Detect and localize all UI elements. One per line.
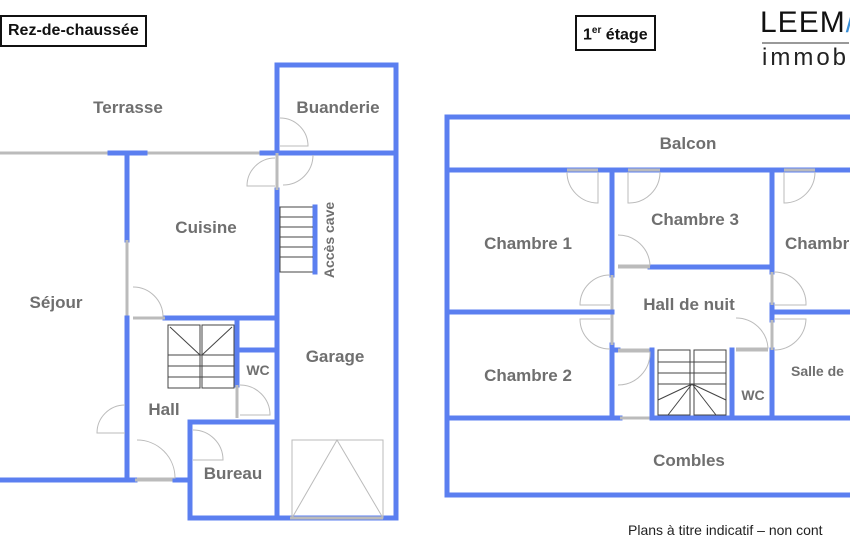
logo-subtitle: immob: [762, 42, 850, 71]
ground-floor-plan: [0, 62, 399, 521]
room-bureau: Bureau: [204, 464, 263, 483]
title-num: 1: [583, 26, 592, 44]
room-sejour: Séjour: [30, 293, 83, 312]
room-combles: Combles: [653, 451, 725, 470]
ground-floor-title: Rez-de-chaussée: [0, 15, 147, 47]
logo-text: LEEM: [760, 6, 846, 39]
room-cuisine: Cuisine: [175, 218, 236, 237]
first-floor-title: 1er étage: [575, 15, 656, 52]
room-acces-cave: Accès cave: [321, 202, 337, 279]
room-wc: WC: [246, 362, 269, 378]
disclaimer-note: Plans à titre indicatif – non cont: [628, 522, 823, 538]
room-chambre-1: Chambre 1: [484, 234, 572, 253]
room-hall-de-nuit: Hall de nuit: [643, 295, 735, 314]
room-chambre-2: Chambre 2: [484, 366, 572, 385]
logo: LEEM/: [760, 6, 850, 40]
room-hall: Hall: [148, 400, 179, 419]
logo-accent: /: [846, 6, 850, 39]
room-wc-upstairs: WC: [741, 387, 764, 403]
room-chambre-3: Chambre 3: [651, 210, 739, 229]
room-terrasse: Terrasse: [93, 98, 163, 117]
room-balcon: Balcon: [660, 134, 717, 153]
room-chambre-4: Chambre: [785, 234, 850, 253]
room-buanderie: Buanderie: [296, 98, 379, 117]
title-rest: étage: [601, 26, 648, 44]
first-floor-plan: [444, 114, 850, 498]
title-sup: er: [591, 25, 602, 36]
room-garage: Garage: [306, 347, 365, 366]
room-salle-de-bain: Salle de: [791, 363, 844, 379]
